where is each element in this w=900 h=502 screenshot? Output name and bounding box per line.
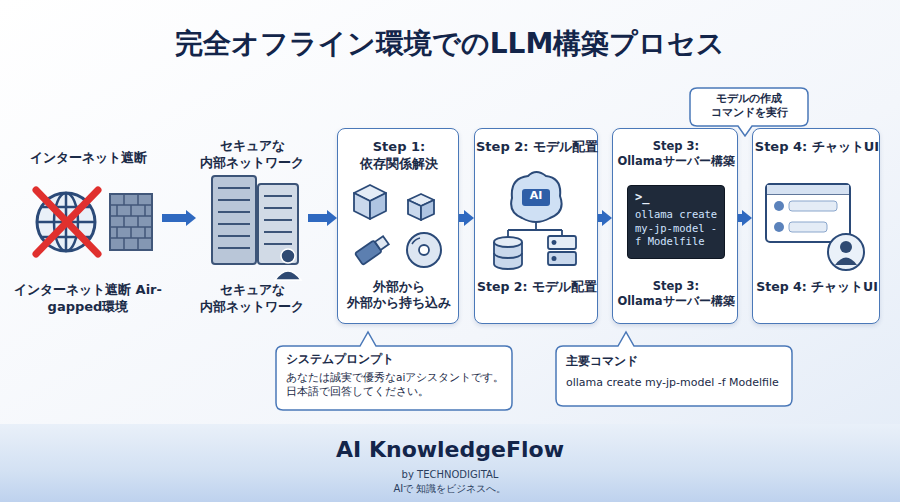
step-caption: 外部から 外部から持ち込み	[338, 279, 460, 312]
chat-window-icon	[766, 184, 850, 242]
step-heading: Step 3: Ollamaサーバー構築	[615, 139, 737, 169]
step-caption: Step 4: チャットUI	[753, 279, 881, 295]
flow-arrow	[459, 214, 464, 222]
brand-tagline: AIで 知識をビジネスへ。	[0, 482, 900, 495]
zone-caption: インターネット遮断 Air-gapped環境	[14, 282, 162, 316]
terminal-prompt: >_	[635, 190, 719, 206]
zone-heading: インターネット遮断	[14, 150, 162, 167]
server-icon	[212, 176, 298, 264]
user-avatar	[828, 234, 864, 270]
callout-bubble: モデルの作成 コマンドを実行	[690, 88, 808, 126]
step-box: Step 2: モデル配置 Step 2: モデル配置	[474, 128, 598, 324]
footer-band: AI KnowledgeFlow by TECHNODIGITALAIで 知識をビ…	[0, 424, 900, 502]
storage-icon	[548, 236, 576, 265]
brand-name: AI KnowledgeFlow	[0, 436, 900, 465]
terminal-box: >_ollama create my-jp-model -f Modelfile	[627, 185, 725, 259]
package-icon	[354, 185, 434, 220]
step-heading: Step 2: モデル配置	[475, 139, 599, 156]
flow-arrow	[738, 214, 742, 222]
model-brain-icon	[508, 172, 562, 238]
flow-arrow	[308, 214, 327, 222]
zone-heading: セキュアな 内部ネットワーク	[196, 138, 308, 172]
database-icon	[494, 237, 522, 269]
step-box: Step 4: チャットUI Step 4: チャットUI	[752, 128, 880, 324]
callout-text: モデルの作成 コマンドを実行	[694, 92, 804, 121]
admin-person	[275, 249, 301, 280]
isolation-zone: インターネット遮断インターネット遮断 Air-gapped環境	[14, 136, 162, 322]
diagram-title: 完全オフライン環境でのLLM構築プロセス	[0, 26, 900, 62]
step-caption: Step 2: モデル配置	[475, 279, 599, 295]
callout-heading: 主要コマンド	[566, 354, 782, 370]
globe-icon	[37, 193, 95, 251]
flow-arrow	[598, 214, 602, 222]
block-cross	[36, 190, 98, 254]
disc-icon	[407, 233, 441, 267]
usb-icon	[355, 235, 390, 265]
flow-arrow	[162, 214, 186, 222]
step-box: Step 3: Ollamaサーバー構築 Step 3: Ollamaサーバー構築…	[612, 128, 738, 324]
prompt-callout: システムプロンプトあなたは誠実で優秀なaiアシスタントです。日本語で回答してくだ…	[276, 346, 512, 410]
terminal-command: ollama create my-jp-model -f Modelfile	[635, 208, 723, 249]
callout-body: あなたは誠実で優秀なaiアシスタントです。日本語で回答してください。	[286, 371, 508, 398]
zone-caption: セキュアな 内部ネットワーク	[196, 282, 308, 316]
step-heading: Step 1: 依存関係解決	[338, 139, 460, 173]
callout-body: ollama create my-jp-model -f Modelfile	[566, 376, 788, 390]
callout-heading: システムプロンプト	[286, 352, 502, 368]
brand-owner: by TECHNODIGITAL	[0, 468, 900, 481]
firewall-icon	[110, 194, 152, 250]
network-zone: セキュアな 内部ネットワークセキュアな 内部ネットワーク	[196, 136, 308, 322]
command-callout: 主要コマンド ollama create my-jp-model -f Model…	[556, 346, 792, 406]
step-box: Step 1: 依存関係解決外部から 外部から持ち込み	[337, 128, 459, 324]
step-heading: Step 4: チャットUI	[753, 139, 881, 156]
step-caption: Step 3: Ollamaサーバー構築	[615, 279, 737, 309]
